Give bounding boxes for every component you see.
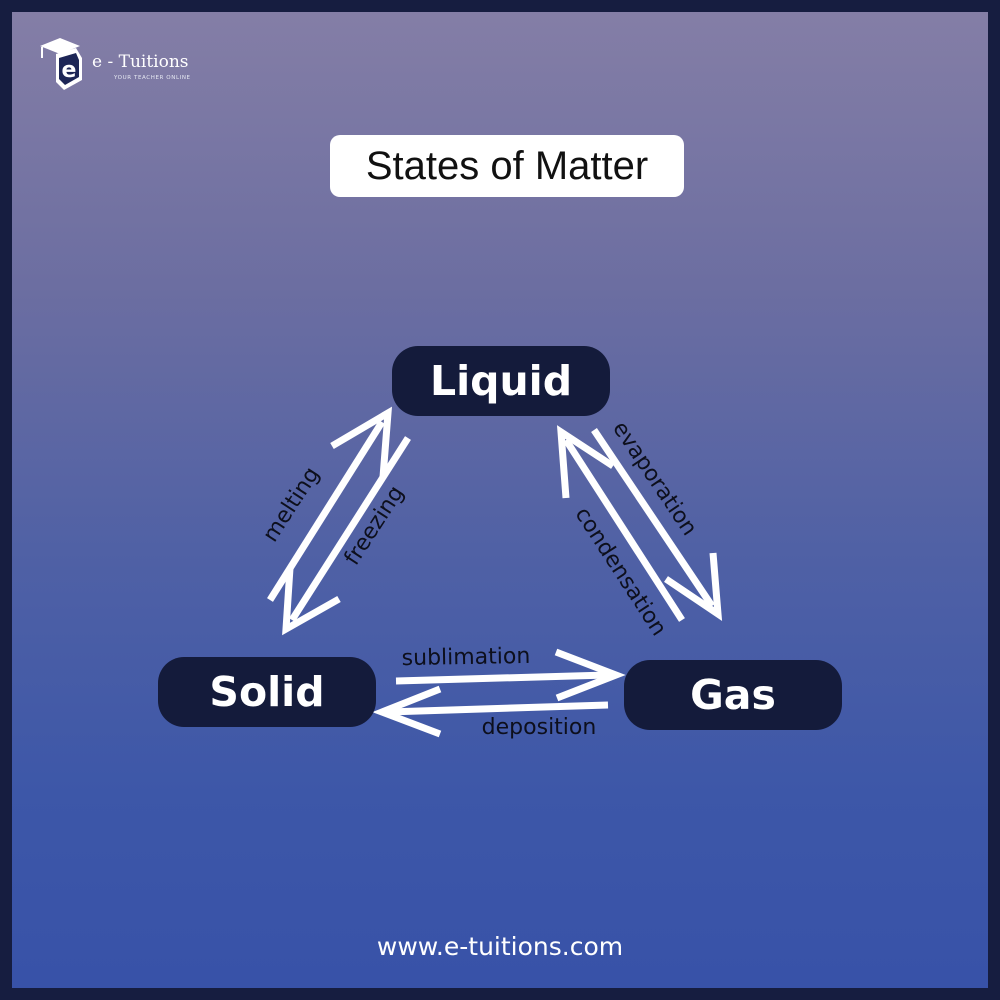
- svg-text:e: e: [62, 58, 77, 83]
- footer-url[interactable]: www.e-tuitions.com: [376, 932, 624, 961]
- label-deposition: deposition: [481, 715, 597, 740]
- state-liquid: Liquid: [392, 346, 610, 416]
- deposition-arrow: [372, 685, 609, 738]
- label-sublimation: sublimation: [401, 643, 531, 672]
- brand-tagline: YOUR TEACHER ONLINE: [114, 75, 191, 81]
- brand-name: e - Tuitions: [92, 52, 189, 72]
- graduation-cap-e-logo-icon: e: [40, 38, 82, 90]
- brand-logo: e e - Tuitions YOUR TEACHER ONLINE: [34, 34, 234, 98]
- evaporation-arrow: [591, 428, 723, 621]
- condensation-arrow: [556, 425, 685, 622]
- state-gas: Gas: [624, 660, 842, 730]
- page-title: States of Matter: [330, 135, 684, 197]
- freezing-arrow: [282, 436, 411, 636]
- sublimation-arrow: [395, 648, 626, 702]
- process-arrows: [267, 406, 723, 738]
- state-solid: Solid: [158, 657, 376, 727]
- gradient-panel: e e - Tuitions YOUR TEACHER ONLINE State…: [12, 12, 988, 988]
